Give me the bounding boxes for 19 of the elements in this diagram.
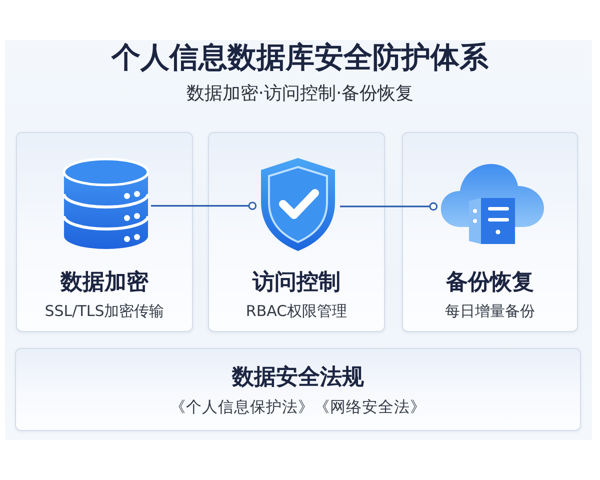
connector-line (340, 202, 438, 211)
subtitle: 数据加密·访问控制·备份恢复 (186, 83, 414, 105)
cloud-server-icon (439, 161, 545, 245)
card (16, 132, 193, 332)
card-subtitle: 每日增量备份 (445, 301, 535, 321)
title: 个人信息数据库安全防护体系 (112, 40, 488, 74)
card-title: 数据加密 (60, 269, 148, 297)
card-title: 数据安全法规 (232, 364, 364, 392)
card (208, 132, 385, 332)
database-icon (63, 158, 149, 250)
card-title: 访问控制 (252, 269, 340, 297)
card-subtitle: SSL/TLS加密传输 (44, 301, 164, 321)
connector-line (151, 202, 257, 210)
card-title: 备份恢复 (446, 269, 534, 297)
card-subtitle: RBAC权限管理 (246, 301, 348, 321)
card-subtitle: 《个人信息保护法》《网络安全法》 (170, 397, 426, 418)
shield-check-icon (258, 156, 338, 253)
card (402, 132, 578, 332)
card (15, 348, 581, 431)
